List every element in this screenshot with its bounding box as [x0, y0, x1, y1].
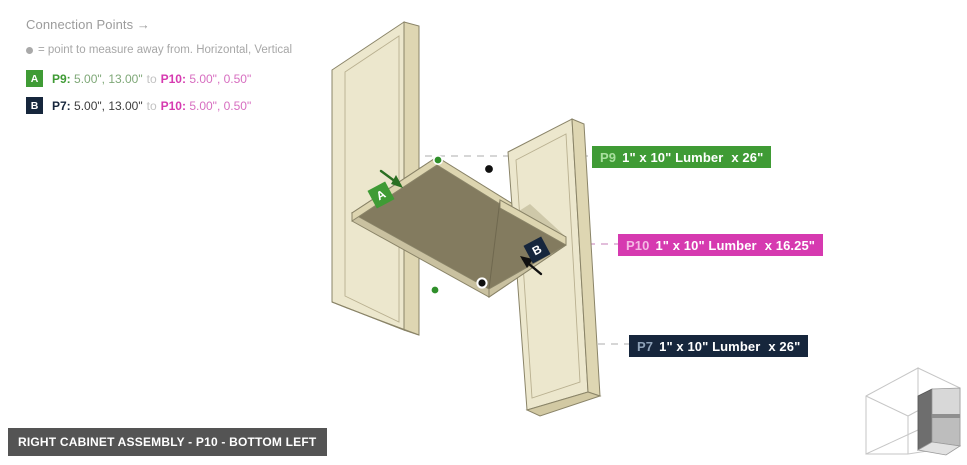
connection-dot-green-bottom[interactable] — [429, 284, 440, 295]
panel-p10-shelf[interactable] — [351, 156, 567, 298]
marker-b[interactable]: B — [523, 236, 551, 264]
part-label-p9-qty: x 26" — [731, 149, 764, 165]
connection-dot-black-bottom[interactable] — [476, 277, 488, 289]
part-label-p10-qty: x 16.25" — [764, 237, 816, 253]
part-label-p7-desc: 1" x 10" Lumber — [659, 338, 761, 354]
connection-point-row-b[interactable]: B P7: 5.00", 13.00" to P10: 5.00", 0.50" — [26, 97, 356, 114]
connection-to-key-b: P10: — [160, 98, 186, 113]
connection-point-row-a[interactable]: A P9: 5.00", 13.00" to P10: 5.00", 0.50" — [26, 70, 356, 87]
connection-points-legend: Connection Points → = point to measure a… — [26, 17, 356, 124]
connection-from-key-b: P7: — [52, 98, 71, 113]
part-label-p7-qty: x 26" — [768, 338, 801, 354]
panel-p7-right-side[interactable] — [507, 118, 602, 417]
part-label-p10[interactable]: P10 1" x 10" Lumber x 16.25" — [618, 234, 824, 256]
connection-from-value-a: 5.00", 13.00" — [74, 71, 143, 86]
legend-subtitle: = point to measure away from. Horizontal… — [26, 44, 356, 56]
connection-dot-green-top[interactable] — [432, 155, 443, 166]
connection-to-value-a: 5.00", 0.50" — [189, 71, 252, 86]
connection-badge-a: A — [26, 70, 43, 87]
connection-connector-a: to — [146, 71, 157, 86]
part-label-p7-id: P7 — [637, 338, 654, 354]
part-label-p9-id: P9 — [600, 149, 617, 165]
connection-dot-black-top[interactable] — [483, 163, 495, 175]
part-label-p9-desc: 1" x 10" Lumber — [622, 149, 724, 165]
legend-title: Connection Points → — [26, 17, 151, 32]
connection-to-value-b: 5.00", 0.50" — [189, 98, 252, 113]
part-label-p7[interactable]: P7 1" x 10" Lumber x 26" — [629, 335, 809, 357]
connection-to-key-a: P10: — [160, 71, 186, 86]
cabinet-context-thumbnail[interactable] — [865, 367, 962, 456]
connection-connector-b: to — [146, 98, 157, 113]
page-title: RIGHT CABINET ASSEMBLY - P10 - BOTTOM LE… — [8, 428, 328, 456]
legend-subtitle-text: = point to measure away from. Horizontal… — [38, 44, 293, 56]
part-label-p9[interactable]: P9 1" x 10" Lumber x 26" — [592, 146, 772, 168]
connection-badge-b: B — [26, 97, 43, 114]
gray-dot-icon — [26, 46, 33, 54]
part-label-p10-id: P10 — [626, 237, 650, 253]
connection-from-value-b: 5.00", 13.00" — [74, 98, 143, 113]
part-label-p10-desc: 1" x 10" Lumber — [655, 237, 757, 253]
connection-from-key-a: P9: — [52, 71, 71, 86]
marker-a[interactable]: A — [367, 181, 395, 209]
